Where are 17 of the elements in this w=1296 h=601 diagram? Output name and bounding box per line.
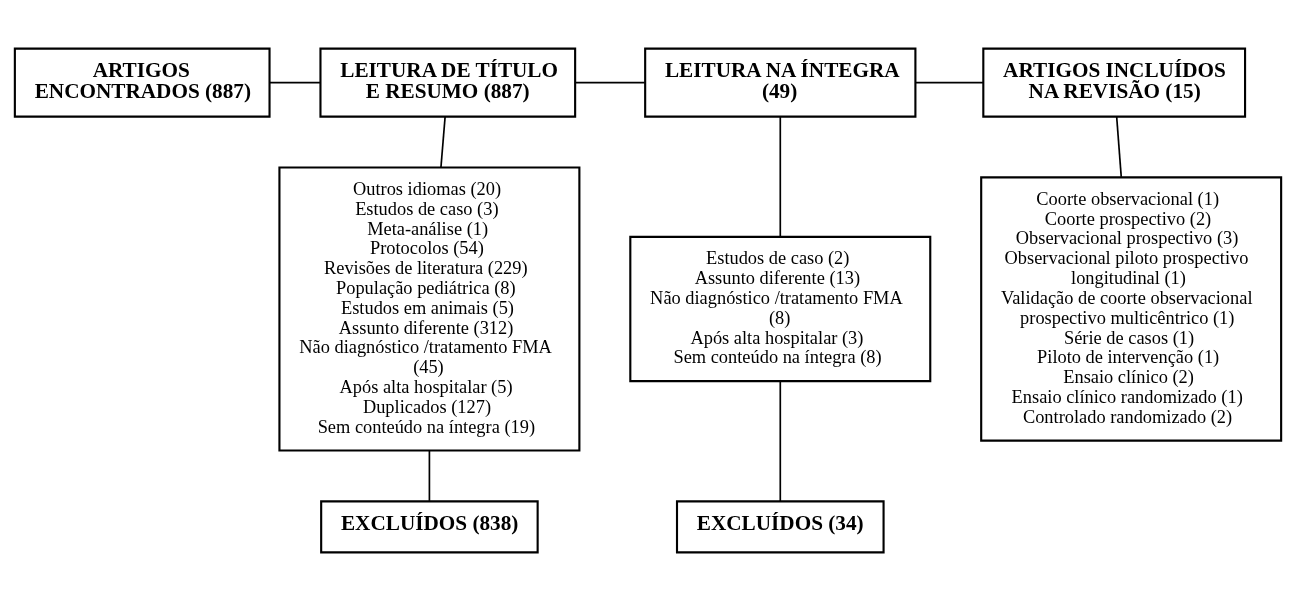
node-box: EXCLUÍDOS (838) [320, 500, 539, 554]
node-box: LEITURA DE TÍTULO E RESUMO (887) [319, 47, 577, 118]
connector [269, 81, 321, 84]
connector [779, 380, 782, 503]
node-box: ARTIGOS ENCONTRADOS (887) [13, 47, 271, 118]
connector [915, 81, 985, 84]
connector [440, 116, 446, 169]
connector [428, 450, 431, 502]
node-box: Outros idiomas (20) Estudos de caso (3) Meta-análise (1) Protocolos (54) Revisões de literatura (229) População pediátrica (8) Estudos em animais (5) Assunto diferente (312) Não diagnóstico /tratamento FMA (45) Após alta hospitalar (5) Duplicados (127) Sem conteúdo na íntegra (19) [278, 166, 581, 452]
node-box: ARTIGOS INCLUÍDOS NA REVISÃO (15) [982, 47, 1247, 118]
node-box: LEITURA NA ÍNTEGRA (49) [644, 47, 917, 118]
node-box: EXCLUÍDOS (34) [675, 500, 885, 554]
connector [1115, 116, 1123, 178]
connector [779, 116, 782, 238]
connector [574, 81, 646, 84]
node-box: Coorte observacional (1) Coorte prospectivo (2) Observacional prospectivo (3) Observacional piloto prospectivo longitudinal (1) Validação de coorte observacional prospectivo multicêntrico (1) Série de casos (1) Piloto de intervenção (1) Ensaio clínico (2) Ensaio clínico randomizado (1) Controlado randomizado (2) [980, 176, 1283, 442]
node-box: Estudos de caso (2) Assunto diferente (13) Não diagnóstico /tratamento FMA (8) Após alta hospitalar (3) Sem conteúdo na íntegra (8) [629, 235, 932, 383]
